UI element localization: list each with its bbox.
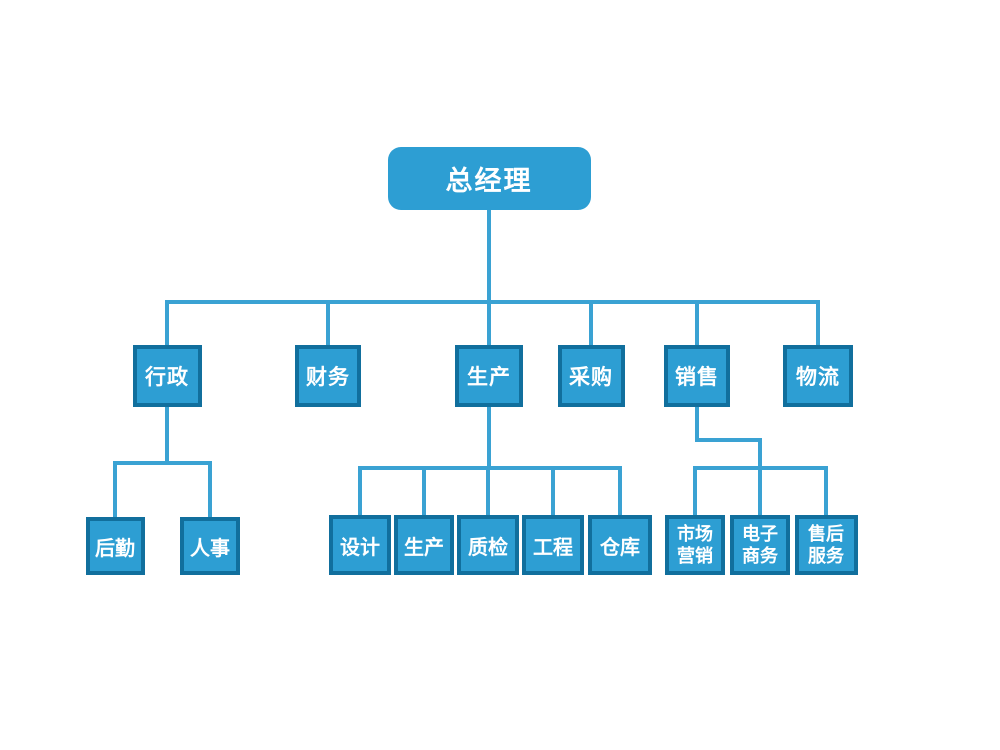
connector-line [551, 466, 555, 517]
org-node-label: 采购 [569, 366, 613, 389]
org-node-sales: 销售 [664, 345, 730, 407]
org-node-label: 质检 [468, 536, 508, 559]
org-node-production: 生产 [455, 345, 523, 407]
org-node-label: 行政 [145, 366, 189, 389]
org-node-administration: 行政 [132, 345, 202, 407]
org-node-label: 电子 商务 [742, 523, 778, 567]
connector-line [113, 461, 212, 465]
org-node-e-commerce: 电子 商务 [730, 515, 790, 575]
connector-line [113, 461, 117, 519]
org-node-label: 仓库 [600, 536, 640, 559]
org-node-after-sales: 售后 服务 [794, 515, 858, 575]
connector-line [695, 405, 699, 442]
org-node-label: 销售 [675, 366, 719, 389]
org-node-label: 生产 [404, 536, 444, 559]
connector-line [487, 405, 491, 470]
connector-line [358, 466, 362, 517]
org-node-label: 生产 [467, 366, 511, 389]
org-node-production-sub: 生产 [394, 515, 454, 575]
connector-line [326, 300, 330, 347]
connector-line [589, 300, 593, 347]
org-node-warehouse: 仓库 [588, 515, 652, 575]
org-node-label: 财务 [306, 366, 350, 389]
org-node-procurement: 采购 [557, 345, 625, 407]
org-node-label: 后勤 [95, 537, 135, 560]
org-node-marketing: 市场 营销 [665, 515, 725, 575]
org-node-general-manager: 总经理 [387, 147, 591, 210]
org-node-label: 设计 [340, 536, 380, 559]
connector-line [693, 466, 697, 517]
org-node-finance: 财务 [295, 345, 361, 407]
connector-line [816, 300, 820, 347]
org-node-label: 工程 [533, 536, 573, 559]
connector-line [487, 208, 491, 304]
org-node-label: 总经理 [445, 166, 533, 196]
connector-line [824, 466, 828, 517]
org-node-design: 设计 [329, 515, 391, 575]
connector-line [618, 466, 622, 517]
connector-line [208, 461, 212, 519]
connector-line [422, 466, 426, 517]
org-node-label: 物流 [796, 366, 840, 389]
connector-line [487, 300, 491, 347]
connector-line [358, 466, 622, 470]
org-node-engineering: 工程 [522, 515, 584, 575]
connector-line [165, 300, 169, 347]
org-node-quality-inspection: 质检 [457, 515, 519, 575]
org-node-rear-services: 后勤 [85, 517, 145, 575]
connector-line [165, 300, 820, 304]
org-node-label: 售后 服务 [808, 523, 844, 567]
org-node-label: 人事 [190, 537, 230, 560]
org-node-label: 市场 营销 [677, 523, 713, 567]
connector-line [758, 438, 762, 470]
connector-line [165, 405, 169, 465]
connector-line [758, 466, 762, 517]
connector-line [486, 466, 490, 517]
org-node-personnel: 人事 [180, 517, 240, 575]
connector-line [695, 300, 699, 347]
connector-line [695, 438, 762, 442]
org-node-logistics: 物流 [783, 345, 853, 407]
